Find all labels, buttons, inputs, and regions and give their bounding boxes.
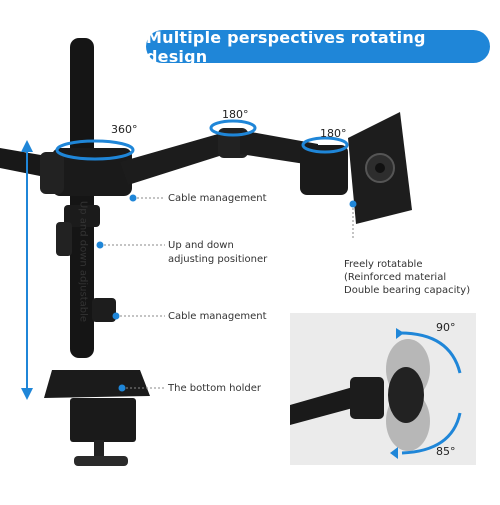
clamp [70,398,136,442]
tilt-up-arrow-icon [396,328,404,339]
height-lever [56,222,72,256]
dot-adjust [96,241,104,249]
rotation-label-mid: 180° [222,108,249,121]
inset-plate [388,367,424,423]
vesa-hub [375,163,385,173]
rotation-ring-mid [209,119,257,137]
dot-bottom [118,384,126,392]
label-vertical-adjust: Up and down adjustable [77,200,89,323]
cable-clip [92,298,116,322]
label-adjust-line1: Up and down [168,240,234,251]
clamp-screw [94,440,104,462]
rotation-ring-end [301,136,349,154]
end-joint [300,145,348,195]
label-cable-management-mid: Cable management [168,311,267,322]
vesa-text-line1: Freely rotatable [344,259,423,270]
right-arm-outer [240,130,318,166]
label-adjust-line2: adjusting positioner [168,254,268,265]
label-cable-management-top: Cable management [168,193,267,204]
tilt-down-arc [401,412,462,455]
dot-cable-top [129,194,137,202]
arrow-up-icon [21,140,33,152]
feature-banner: Multiple perspectives rotating design [146,28,490,66]
arrow-down-icon [21,388,33,400]
label-bottom-holder: The bottom holder [168,383,261,394]
dot-cable-mid [112,312,120,320]
arm-hub [52,148,132,196]
right-arm-inner [120,132,232,185]
tilt-inset: 90° 85° [290,313,476,465]
tilt-down-label: 85° [436,445,456,458]
tilt-inset-drawing [290,328,462,459]
vesa-text-line3: Double bearing capacity) [344,285,471,296]
pole [70,38,94,358]
inset-arm [290,385,364,425]
inset-joint [350,377,384,419]
clamp-handle [74,456,128,466]
vesa-text-line2: (Reinforced material [344,272,447,283]
dot-vesa [349,200,357,208]
tilt-down-arrow-icon [390,447,398,459]
base-holder [44,370,150,398]
tilt-up-arc [399,331,462,374]
height-collar [64,205,100,227]
rotation-ring-360 [55,139,135,161]
rotation-label-end: 180° [320,127,347,140]
rotation-label-pole: 360° [111,123,138,136]
tilt-up-label: 90° [436,321,456,334]
arm-hub-left [40,152,64,194]
